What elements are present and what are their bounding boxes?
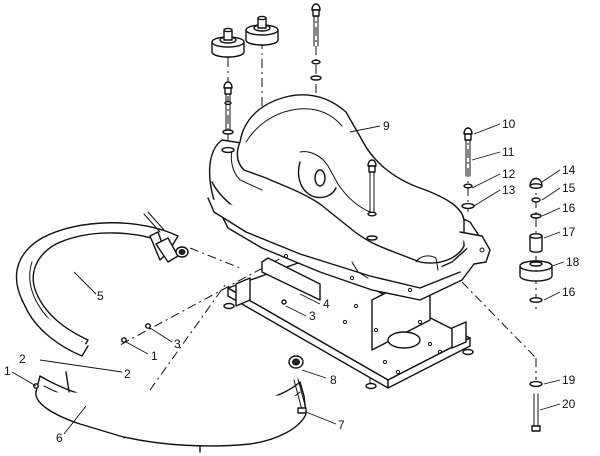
callout-3b: 3 xyxy=(309,309,316,323)
callout-11: 11 xyxy=(502,145,515,159)
callout-1b: 1 xyxy=(4,364,11,378)
bolt-stack-right xyxy=(461,127,475,210)
leader-lines xyxy=(11,123,565,435)
callout-7: 7 xyxy=(338,418,345,432)
callout-12: 12 xyxy=(502,167,516,181)
bolt-lower-right xyxy=(529,380,543,432)
upper-body-housing xyxy=(207,94,491,301)
callout-18: 18 xyxy=(566,255,580,269)
rubber-bumper-left xyxy=(211,27,245,58)
callout-19: 19 xyxy=(562,373,576,387)
small-fasteners xyxy=(33,299,287,389)
callout-5: 5 xyxy=(97,289,104,303)
callout-8: 8 xyxy=(330,373,337,387)
bolt-stack-top-center xyxy=(310,3,322,81)
callout-15: 15 xyxy=(562,181,576,195)
rear-bumper-lower xyxy=(35,355,307,453)
callout-13: 13 xyxy=(502,183,516,197)
callout-4: 4 xyxy=(323,297,330,311)
bolt-stack-left xyxy=(221,81,235,154)
bolt-stack-center xyxy=(366,159,378,241)
front-bumper-upper xyxy=(15,211,189,357)
callout-10: 10 xyxy=(502,117,516,131)
callout-numbers: 1 1 2 2 3 3 4 5 6 7 8 9 10 11 12 13 14 1… xyxy=(4,117,580,445)
callout-2a: 2 xyxy=(124,367,131,381)
cap-stack-right xyxy=(519,177,553,303)
callout-2b: 2 xyxy=(19,352,26,366)
callout-1a: 1 xyxy=(151,349,158,363)
rubber-bumper-right xyxy=(245,15,279,46)
callout-16b: 16 xyxy=(562,285,576,299)
callout-17: 17 xyxy=(562,225,576,239)
base-plate-frame xyxy=(223,257,474,390)
callout-3a: 3 xyxy=(174,337,181,351)
callout-9: 9 xyxy=(383,119,390,133)
callout-20: 20 xyxy=(562,397,576,411)
callout-16a: 16 xyxy=(562,201,576,215)
callout-6: 6 xyxy=(56,431,63,445)
callout-14: 14 xyxy=(562,163,576,177)
